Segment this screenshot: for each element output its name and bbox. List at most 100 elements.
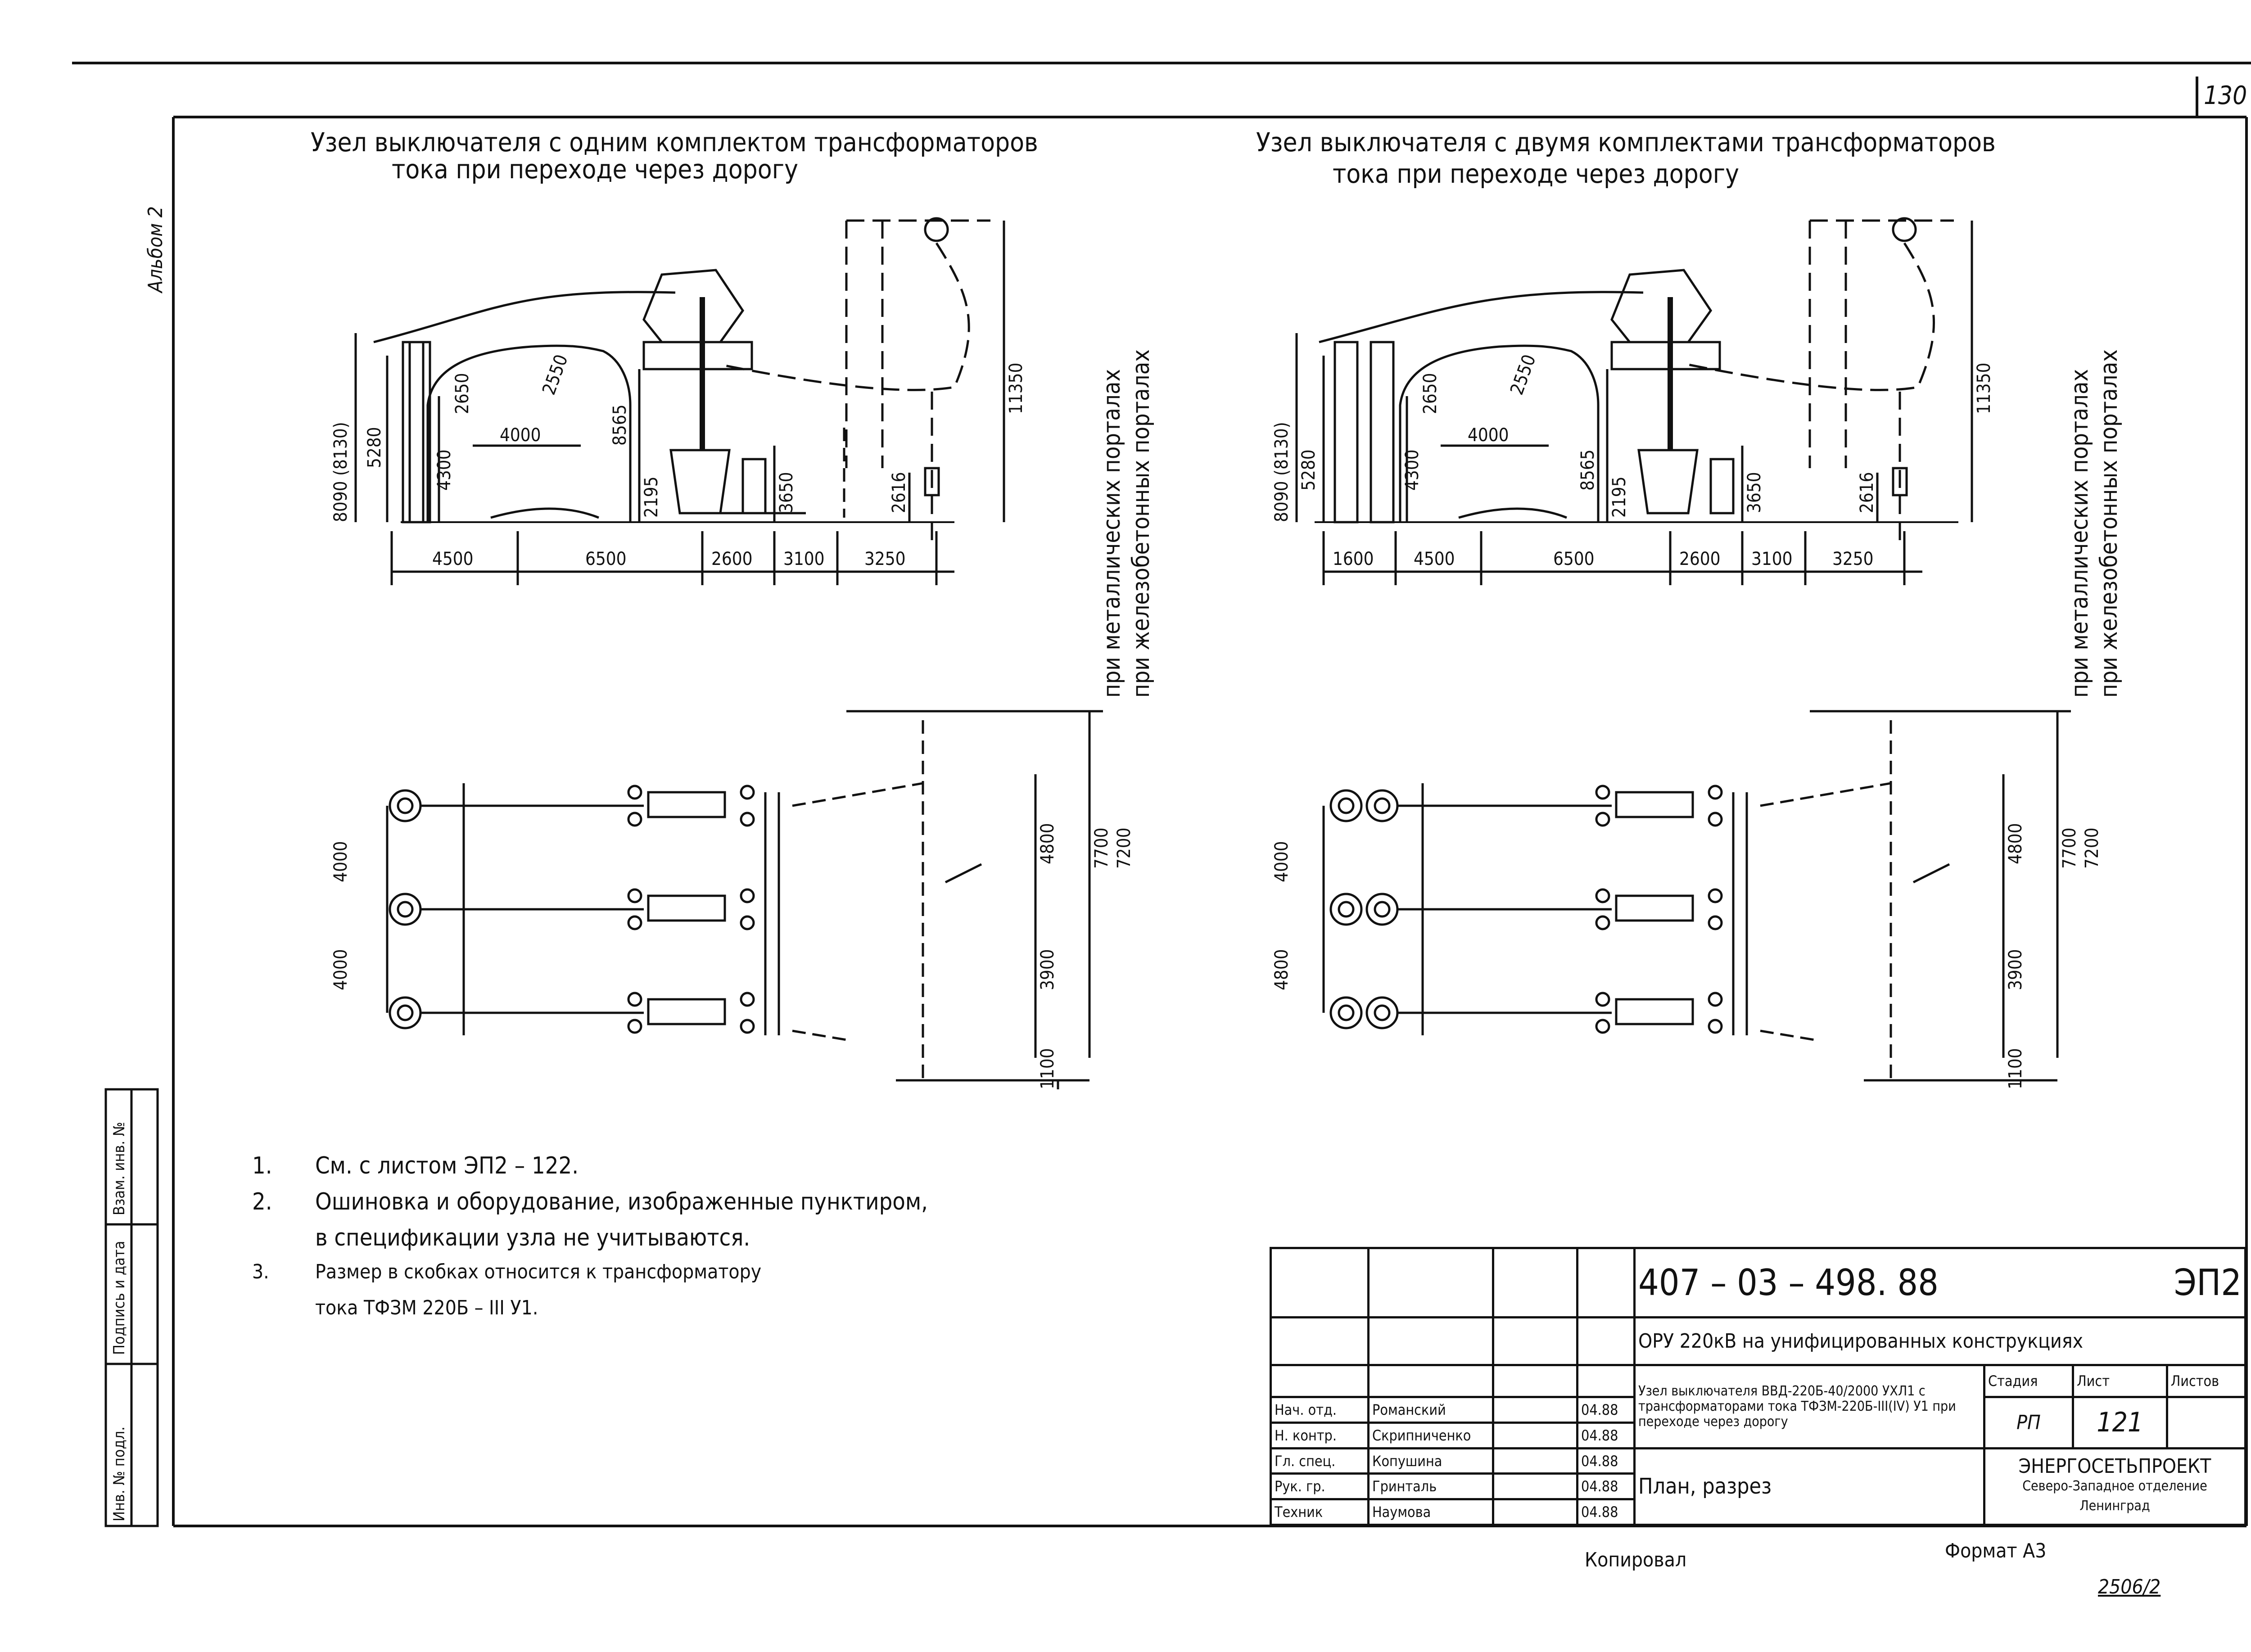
left-dim-2550: 2550 bbox=[538, 352, 572, 398]
left-title-line1: Узел выключателя с одним комплектом тран… bbox=[311, 127, 1038, 158]
title-block: 407 – 03 – 498. 88 ЭП2 ОРУ 220кВ на униф… bbox=[1270, 1247, 2247, 1526]
sheet-code: ЭП2 bbox=[2167, 1247, 2247, 1318]
staff-name: Копушина bbox=[1367, 1447, 1494, 1475]
staff-role: Гл. спец. bbox=[1270, 1447, 1370, 1475]
left-dim-5280: 5280 bbox=[364, 427, 385, 468]
note-num: 1. bbox=[252, 1152, 272, 1179]
right-dim-2600: 2600 bbox=[1679, 549, 1721, 569]
left-dim-2600: 2600 bbox=[711, 549, 753, 569]
right-elevation bbox=[1295, 217, 1973, 585]
staff-signature bbox=[1492, 1447, 1578, 1475]
left-dim-4500: 4500 bbox=[432, 549, 474, 569]
right-label-metal: при металлических порталах bbox=[2066, 369, 2093, 698]
staff-role: Рук. гр. bbox=[1270, 1472, 1370, 1501]
right-dim-6500: 6500 bbox=[1553, 549, 1595, 569]
note-2b: в спецификации узла не учитываются. bbox=[252, 1224, 928, 1260]
right-plan-dim-3900: 3900 bbox=[2005, 949, 2026, 990]
right-ct-post-1 bbox=[1333, 341, 1359, 524]
right-dim-3650: 3650 bbox=[1744, 472, 1765, 513]
staff-role: Нач. отд. bbox=[1270, 1396, 1370, 1424]
right-title-line1: Узел выключателя с двумя комплектами тра… bbox=[1256, 127, 1996, 158]
left-plan-dim-4800: 4800 bbox=[1037, 823, 1058, 864]
left-plan-dim-7200: 7200 bbox=[1114, 827, 1135, 869]
note-3b: тока ТФЗМ 220Б – III У1. bbox=[252, 1296, 928, 1332]
right-plan-dim-1100: 1100 bbox=[2005, 1048, 2026, 1089]
staff-date: 04.88 bbox=[1576, 1498, 1636, 1526]
note-text: тока ТФЗМ 220Б – III У1. bbox=[315, 1296, 538, 1319]
staff-signature bbox=[1492, 1396, 1578, 1424]
sheet-header: Лист bbox=[2072, 1364, 2168, 1399]
left-dim-4300: 4300 bbox=[434, 449, 455, 491]
stamp-inv-podl: Инв. № подл. bbox=[110, 1426, 128, 1521]
left-plan-dim-7700: 7700 bbox=[1091, 827, 1112, 869]
left-label-concrete: при железобетонных порталах bbox=[1128, 349, 1155, 698]
note-1: 1. См. с листом ЭП2 – 122. bbox=[252, 1152, 928, 1188]
staff-signature bbox=[1492, 1498, 1578, 1526]
staff-date: 04.88 bbox=[1576, 1421, 1636, 1449]
right-dim-3250: 3250 bbox=[1832, 549, 1874, 569]
sheet: 121 bbox=[2072, 1396, 2168, 1449]
right-plan-dim-4000: 4000 bbox=[1271, 841, 1292, 882]
drawing-name: План, разрез bbox=[1633, 1447, 1985, 1526]
right-plan-dim-4800: 4800 bbox=[2005, 823, 2026, 864]
right-title-line2: тока при переходе через дорогу bbox=[1333, 158, 1739, 189]
left-plan bbox=[386, 710, 1103, 1089]
right-plan-dim-7200: 7200 bbox=[2082, 827, 2102, 869]
notes: 1. См. с листом ЭП2 – 122. 2.Ошиновка и о… bbox=[252, 1152, 928, 1332]
org-line2: Северо-Западное отделение bbox=[2022, 1478, 2207, 1494]
album-label: Альбом 2 bbox=[144, 206, 167, 293]
right-plan bbox=[1322, 710, 2071, 1082]
left-plan-dim-4000a: 4000 bbox=[330, 841, 351, 882]
left-dim-3250: 3250 bbox=[864, 549, 906, 569]
right-dim-h-main: 8090 (8130) bbox=[1271, 422, 1292, 522]
left-dim-3100: 3100 bbox=[783, 549, 825, 569]
format-label: Формат А3 bbox=[1945, 1539, 2047, 1562]
right-dim-2195: 2195 bbox=[1609, 476, 1630, 518]
org-line3: Ленинград bbox=[2079, 1498, 2150, 1514]
left-arc-connection bbox=[426, 344, 632, 522]
stamp-vzam-inv: Взам. инв. № bbox=[110, 1122, 128, 1215]
right-label-concrete: при железобетонных порталах bbox=[2096, 349, 2123, 698]
right-dim-2550: 2550 bbox=[1506, 352, 1540, 398]
note-text: См. с листом ЭП2 – 122. bbox=[315, 1152, 579, 1179]
stage-header: Стадия bbox=[1983, 1364, 2074, 1399]
left-dim-6500: 6500 bbox=[585, 549, 627, 569]
right-dim-8565: 8565 bbox=[1578, 449, 1598, 491]
right-dim-5280: 5280 bbox=[1298, 449, 1319, 491]
org-line1: ЭНЕРГОСЕТЬПРОЕКТ bbox=[2018, 1455, 2211, 1478]
right-dim-4500: 4500 bbox=[1414, 549, 1455, 569]
note-num: 3. bbox=[252, 1260, 269, 1283]
staff-name: Романский bbox=[1367, 1396, 1494, 1424]
left-label-metal: при металлических порталах bbox=[1098, 369, 1126, 698]
staff-name: Наумова bbox=[1367, 1498, 1494, 1526]
note-text: Ошиновка и оборудование, изображенные пу… bbox=[315, 1188, 928, 1215]
right-ct-post-2 bbox=[1370, 341, 1395, 524]
left-dim-8565: 8565 bbox=[610, 404, 630, 446]
staff-date: 04.88 bbox=[1576, 1447, 1636, 1475]
description: Узел выключателя ВВД-220Б-40/2000 УХЛ1 с… bbox=[1633, 1364, 1985, 1449]
right-dim-2650: 2650 bbox=[1420, 373, 1441, 414]
right-plan-dim-4800b: 4800 bbox=[1271, 949, 1292, 990]
bottom-code: 2506/2 bbox=[2098, 1575, 2161, 1598]
left-elevation bbox=[354, 217, 1005, 585]
left-dim-2650: 2650 bbox=[452, 373, 473, 414]
note-3: 3.Размер в скобках относится к трансформ… bbox=[252, 1260, 928, 1296]
copied-by: Копировал bbox=[1585, 1548, 1687, 1571]
left-plan-dim-1100: 1100 bbox=[1037, 1048, 1058, 1089]
note-2: 2.Ошиновка и оборудование, изображенные … bbox=[252, 1188, 928, 1224]
left-dim-2195: 2195 bbox=[641, 476, 662, 518]
doc-code: 407 – 03 – 498. 88 bbox=[1633, 1247, 2167, 1318]
staff-signature bbox=[1492, 1472, 1578, 1501]
left-plan-phase-b bbox=[389, 888, 755, 930]
organization: ЭНЕРГОСЕТЬПРОЕКТ Северо-Западное отделен… bbox=[1983, 1447, 2246, 1526]
staff-signature bbox=[1492, 1421, 1578, 1449]
object-name: ОРУ 220кВ на унифицированных конструкция… bbox=[1633, 1316, 2246, 1367]
right-plan-dim-7700: 7700 bbox=[2059, 827, 2080, 869]
sheets bbox=[2165, 1396, 2247, 1449]
staff-date: 04.88 bbox=[1576, 1472, 1636, 1501]
staff-role: Н. контр. bbox=[1270, 1421, 1370, 1449]
sheets-header: Листов bbox=[2165, 1364, 2247, 1399]
left-plan-dim-3900: 3900 bbox=[1037, 949, 1058, 990]
margin-stamp bbox=[104, 1088, 159, 1527]
